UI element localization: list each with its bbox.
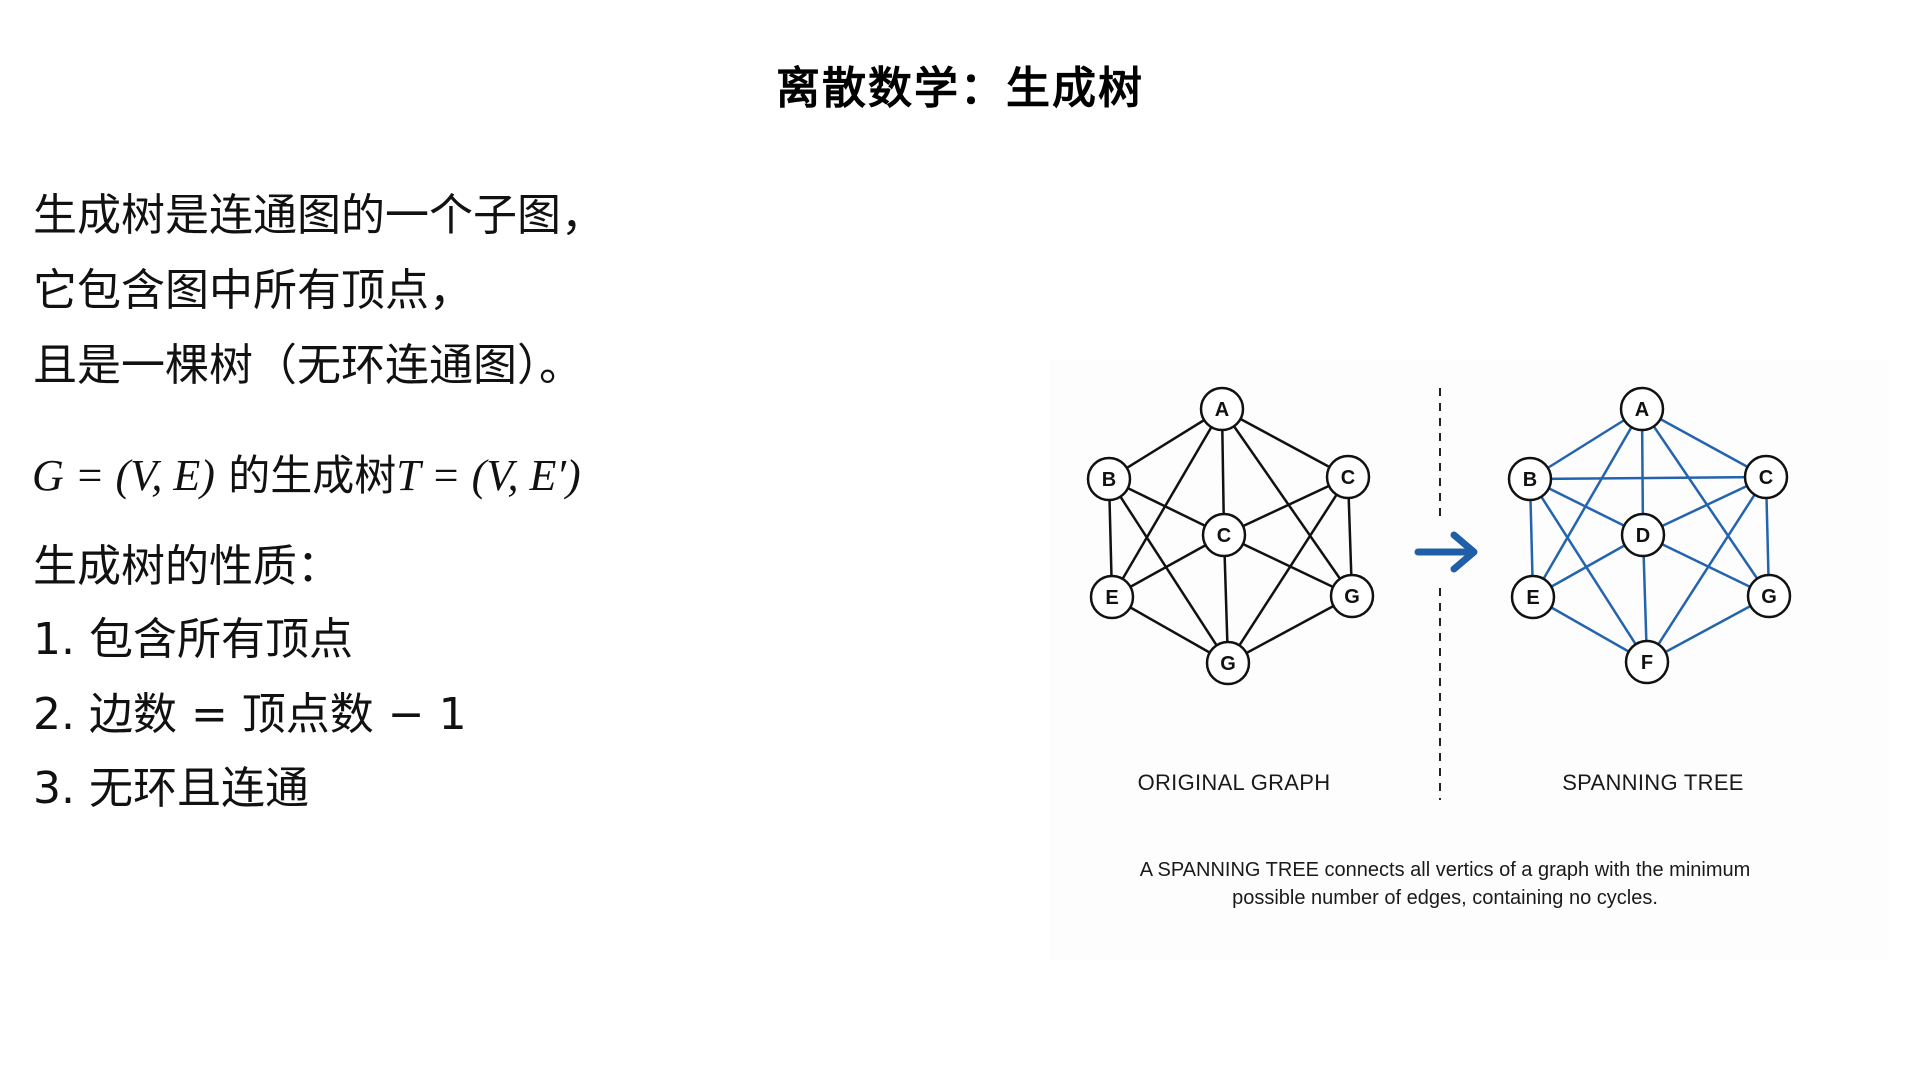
original-edge-C1-G2 — [1226, 476, 1350, 664]
tree-edge-A-E — [1531, 408, 1644, 598]
original-node-G1: G — [1329, 573, 1375, 619]
original-graph-label: ORIGINAL GRAPH — [1137, 770, 1331, 795]
caption-line2: possible number of edges, containing no … — [1232, 887, 1658, 909]
formula-graph: G = (V, E) — [32, 451, 215, 500]
property-item-3: 3. 无环且连通 — [33, 763, 309, 814]
tree-node-label: D — [1636, 525, 1650, 547]
arrow-right-icon — [1414, 531, 1478, 573]
tree-edge-C-D — [1642, 475, 1767, 537]
original-node-label: A — [1215, 399, 1229, 421]
tree-node-label: A — [1635, 399, 1649, 421]
tree-edge-C-F — [1645, 476, 1768, 663]
original-node-label: B — [1102, 469, 1116, 491]
tree-edge-B-C — [1529, 475, 1767, 481]
spanning-tree-label: SPANNING TREE — [1562, 770, 1744, 795]
original-graph-nodes: A B C C E G G — [1086, 386, 1375, 686]
original-node-label: C — [1217, 525, 1231, 547]
formula-tree: T = (V, E′) — [396, 451, 581, 500]
definition-line-3: 且是一棵树（无环连通图）。 — [33, 340, 583, 391]
diagram-caption: A SPANNING TREE connects all vertics of … — [1050, 856, 1840, 912]
tree-node-label: C — [1759, 467, 1773, 489]
definition-line-2: 它包含图中所有顶点， — [33, 265, 473, 316]
original-edge-G1-G2 — [1227, 594, 1353, 665]
original-node-label: G — [1220, 653, 1236, 675]
original-edge-C1-C2 — [1223, 475, 1349, 537]
page-title: 离散数学：生成树 — [776, 63, 1144, 114]
tree-edge-A-C — [1641, 407, 1767, 479]
original-node-C2: C — [1201, 512, 1247, 558]
caption-emphasis: A SPANNING TREE — [1139, 859, 1319, 881]
original-edge-A-E — [1110, 408, 1224, 598]
tree-node-D: D — [1620, 512, 1666, 558]
original-edge-A-G1 — [1220, 408, 1354, 597]
original-node-label: G — [1344, 586, 1360, 608]
property-item-2: 2. 边数 = 顶点数 − 1 — [33, 689, 467, 740]
diagram-panel — [1050, 360, 1890, 960]
tree-edge-G-F — [1646, 594, 1770, 664]
tree-edge-B-F — [1528, 478, 1649, 663]
original-node-A: A — [1199, 386, 1245, 432]
definition-line-1: 生成树是连通图的一个子图， — [33, 190, 605, 241]
property-item-1: 1. 包含所有顶点 — [33, 614, 353, 665]
caption-line1: connects all vertics of a graph with the… — [1319, 859, 1751, 881]
tree-node-A: A — [1619, 386, 1665, 432]
tree-node-label: G — [1761, 586, 1777, 608]
original-node-E: E — [1089, 574, 1135, 620]
tree-node-F: F — [1624, 639, 1670, 685]
original-node-label: C — [1341, 467, 1355, 489]
original-node-label: E — [1105, 587, 1118, 609]
tree-node-E: E — [1510, 574, 1556, 620]
spanning-tree-nodes: A B C D E G F — [1507, 386, 1792, 685]
original-node-G2: G — [1205, 640, 1251, 686]
formula-text: 的生成树 — [214, 451, 397, 500]
tree-node-label: F — [1641, 652, 1653, 674]
properties-heading: 生成树的性质： — [33, 541, 341, 592]
tree-node-label: B — [1523, 469, 1537, 491]
tree-node-C: C — [1743, 454, 1789, 500]
spanning-tree-formula: G = (V, E) 的生成树T = (V, E′) — [32, 448, 581, 504]
original-edge-B-G2 — [1107, 478, 1230, 664]
original-node-C1: C — [1325, 454, 1371, 500]
original-node-B: B — [1086, 456, 1132, 502]
tree-edge-A-G — [1640, 408, 1771, 597]
tree-node-B: B — [1507, 456, 1553, 502]
tree-node-label: E — [1526, 587, 1539, 609]
original-edge-A-C1 — [1221, 407, 1349, 479]
tree-edge-D-G — [1642, 533, 1770, 598]
tree-node-G: G — [1746, 573, 1792, 619]
original-edge-C2-G1 — [1223, 533, 1353, 598]
